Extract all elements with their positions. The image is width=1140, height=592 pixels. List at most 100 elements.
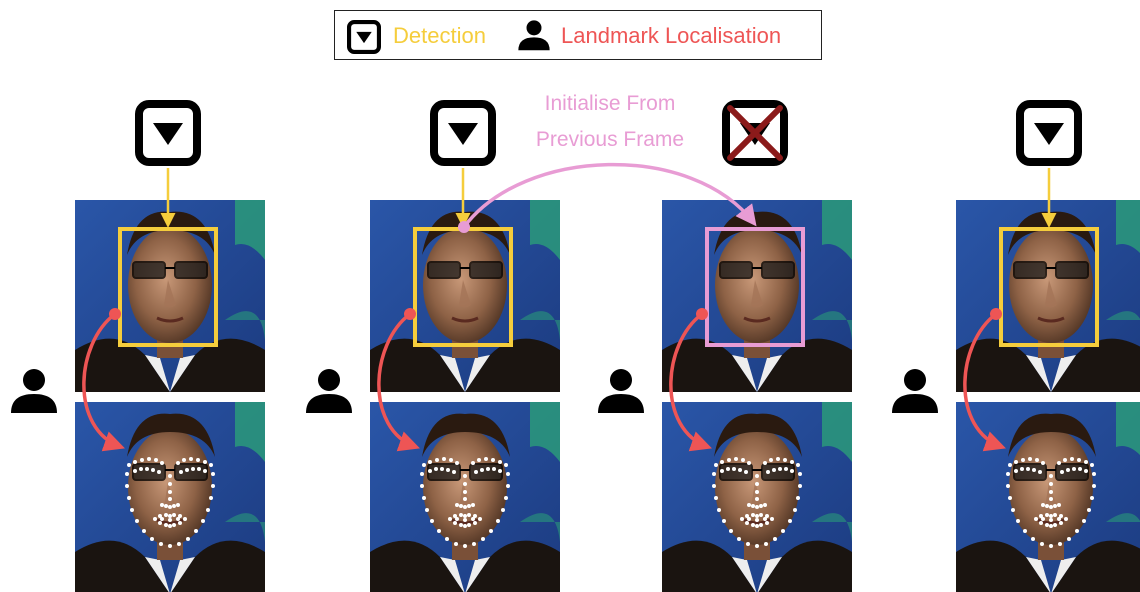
landmark-point	[720, 460, 724, 464]
landmark-point	[164, 523, 168, 527]
landmark-point	[1028, 457, 1032, 461]
landmark-point	[1053, 523, 1057, 527]
landmark-point	[140, 458, 144, 462]
landmark-point	[1060, 470, 1064, 474]
landmark-point	[1034, 517, 1038, 521]
landmark-point	[445, 537, 449, 541]
landmark-point	[459, 523, 463, 527]
landmark-point	[453, 521, 457, 525]
detection-triangle-box-icon	[347, 20, 381, 54]
landmark-arrow	[963, 312, 1006, 452]
detection-bounding-box	[999, 227, 1099, 347]
landmark-point	[486, 467, 490, 471]
landmark-point	[1014, 469, 1018, 473]
landmark-point	[168, 482, 172, 486]
landmark-point	[471, 461, 475, 465]
landmark-point	[440, 467, 444, 471]
landmark-point	[755, 490, 759, 494]
landmark-point	[489, 529, 493, 533]
landmark-point	[473, 514, 477, 518]
landmark-point	[1041, 503, 1045, 507]
landmark-point	[764, 542, 768, 546]
landmark-point	[796, 463, 800, 467]
landmark-point	[139, 467, 143, 471]
landmark-point	[778, 467, 782, 471]
initialised-bounding-box	[705, 227, 805, 347]
landmark-point	[430, 519, 434, 523]
person-silhouette-icon	[11, 369, 57, 413]
landmark-point	[455, 517, 459, 521]
landmark-arrow	[377, 312, 420, 452]
landmark-point	[1090, 463, 1094, 467]
landmark-point	[1057, 517, 1061, 521]
landmark-point	[1008, 496, 1012, 500]
landmark-point	[734, 457, 738, 461]
person-silhouette-icon	[518, 20, 550, 51]
landmark-point	[784, 467, 788, 471]
landmark-point	[747, 517, 751, 521]
frame-column-4	[892, 104, 1140, 592]
person-silhouette-icon	[306, 369, 352, 413]
landmark-point	[454, 542, 458, 546]
landmark-point	[420, 472, 424, 476]
landmark-point	[425, 508, 429, 512]
landmark-point	[722, 519, 726, 523]
detection-skipped-icon	[726, 104, 784, 162]
landmark-point	[1053, 513, 1057, 517]
landmark-point	[783, 458, 787, 462]
landmark-point	[133, 460, 137, 464]
landmark-point	[1077, 458, 1081, 462]
landmark-point	[473, 521, 477, 525]
landmark-point	[1039, 514, 1043, 518]
landmark-point	[160, 461, 164, 465]
landmark-point	[154, 458, 158, 462]
landmark-point	[172, 504, 176, 508]
legend-landmark-label: Landmark Localisation	[561, 23, 782, 48]
landmark-point	[437, 529, 441, 533]
landmark-point	[209, 463, 213, 467]
landmark-point	[446, 468, 450, 472]
landmark-point	[186, 537, 190, 541]
landmark-point	[474, 470, 478, 474]
landmark-point	[467, 523, 471, 527]
landmark-point	[168, 514, 172, 518]
landmark-point	[1059, 521, 1063, 525]
landmark-point	[1078, 467, 1082, 471]
landmark-point	[712, 472, 716, 476]
landmark-point	[755, 497, 759, 501]
landmark-point	[168, 505, 172, 509]
landmark-point	[765, 521, 769, 525]
landmark-point	[130, 508, 134, 512]
landmark-point	[463, 482, 467, 486]
landmark-point	[1059, 514, 1063, 518]
landmark-point	[1021, 458, 1025, 462]
landmark-point	[145, 467, 149, 471]
landmark-point	[501, 508, 505, 512]
landmark-point	[422, 463, 426, 467]
landmark-point	[1039, 521, 1043, 525]
landmark-point	[492, 467, 496, 471]
landmark-point	[463, 490, 467, 494]
landmark-point	[788, 519, 792, 523]
landmark-point	[176, 461, 180, 465]
landmark-point	[471, 503, 475, 507]
landmark-point	[1049, 505, 1053, 509]
landmark-point	[737, 537, 741, 541]
landmark-point	[449, 458, 453, 462]
landmark-point	[435, 458, 439, 462]
landmark-point	[720, 469, 724, 473]
landmark-point	[434, 467, 438, 471]
landmark-arrow	[82, 312, 125, 452]
landmark-point	[1020, 467, 1024, 471]
landmark-point	[452, 470, 456, 474]
landmark-point	[135, 519, 139, 523]
landmark-point	[185, 468, 189, 472]
landmark-point	[484, 457, 488, 461]
landmark-point	[176, 503, 180, 507]
landmark-point	[755, 474, 759, 478]
landmark-point	[1006, 484, 1010, 488]
landmark-point	[168, 490, 172, 494]
landmark-point	[747, 503, 751, 507]
landmark-point	[714, 463, 718, 467]
